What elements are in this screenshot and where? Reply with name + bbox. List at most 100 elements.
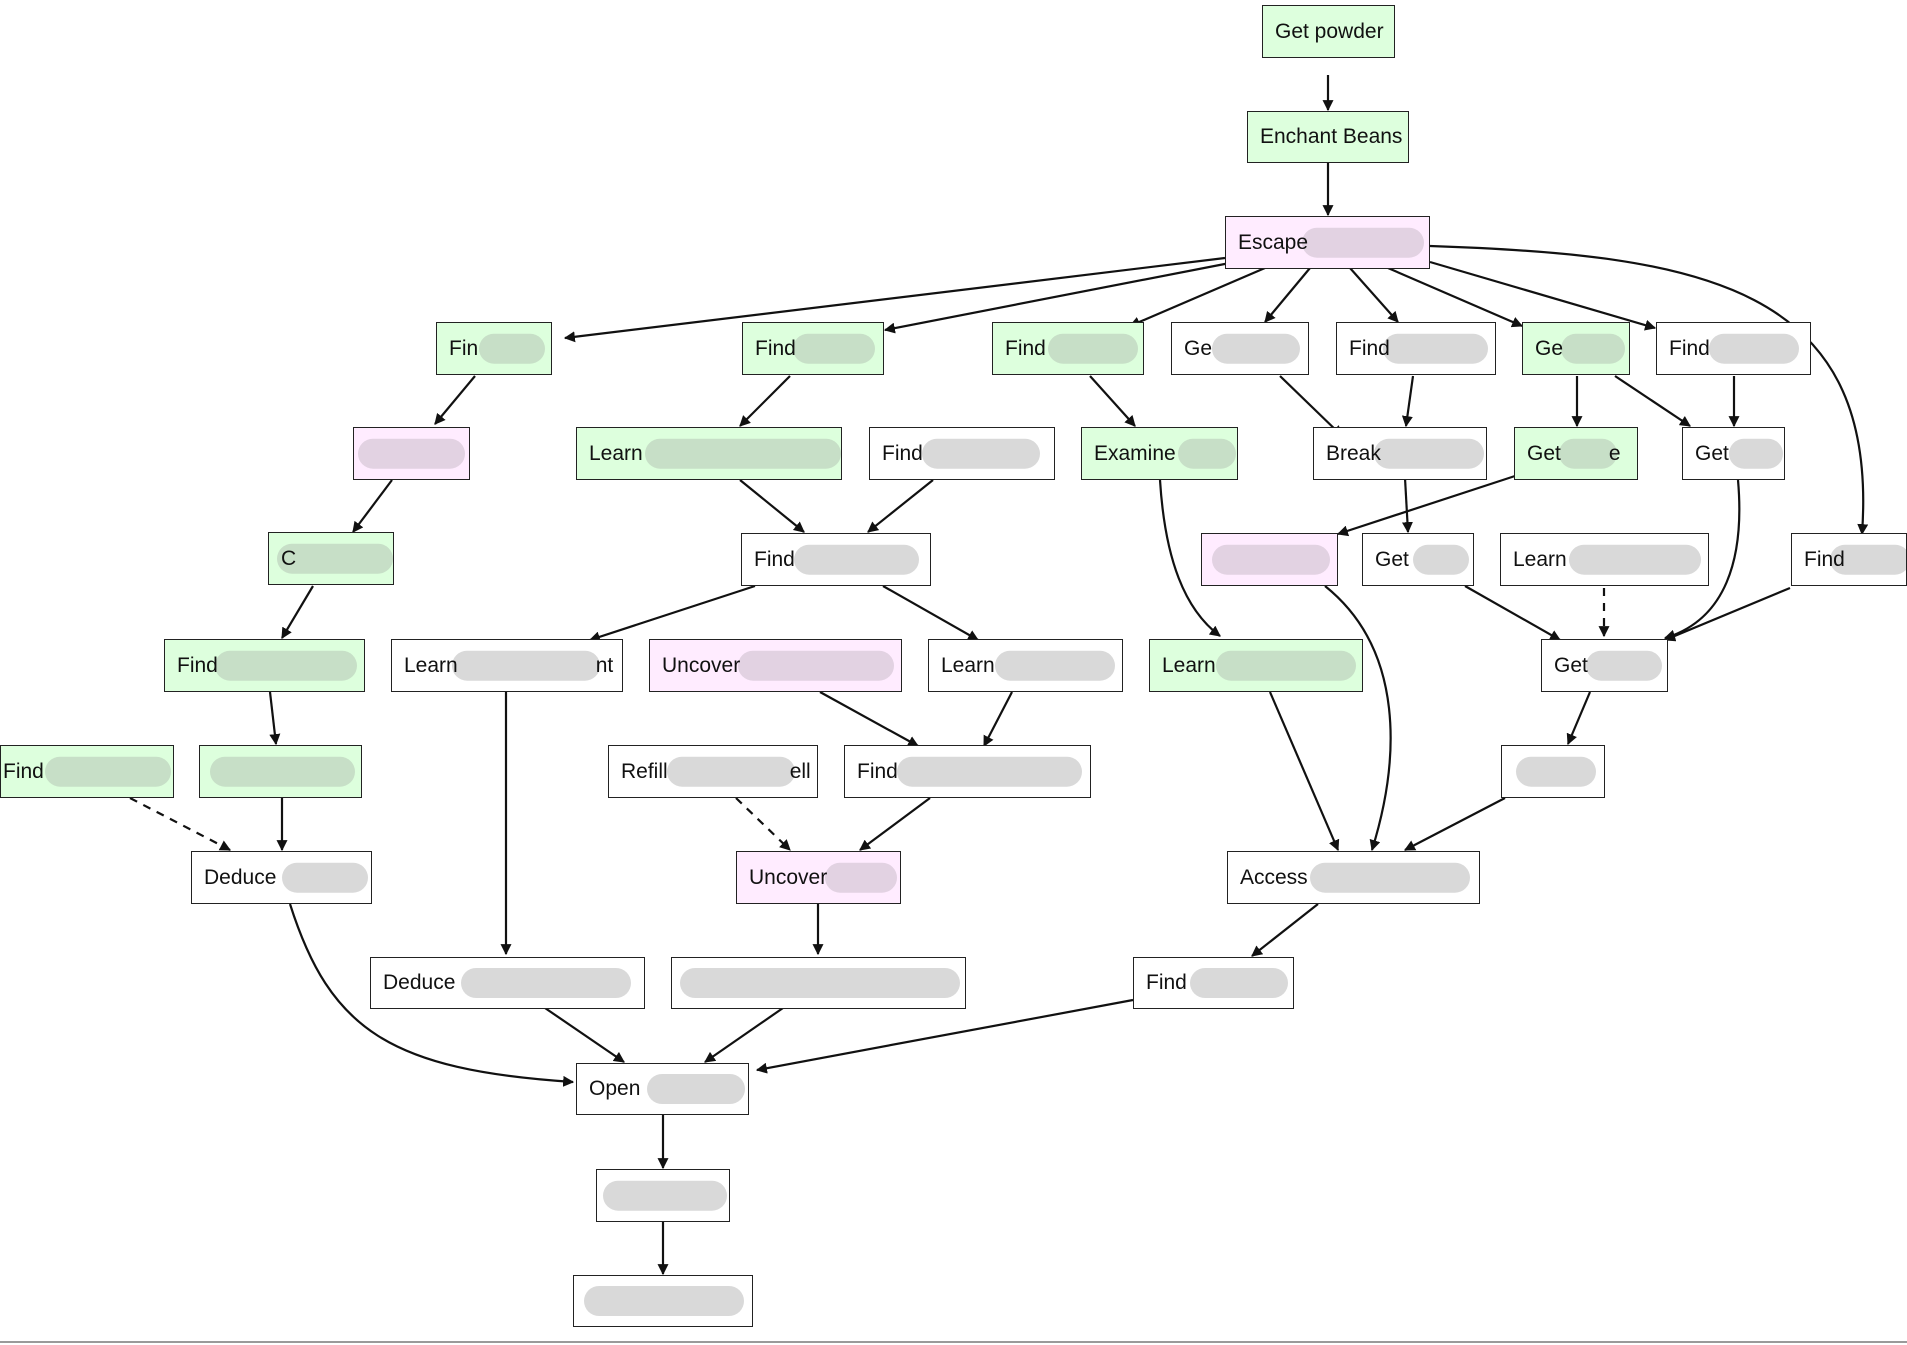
node-learn-4: Learn xyxy=(928,639,1123,692)
edge xyxy=(288,903,575,1087)
node-green-c: C xyxy=(268,532,394,585)
redaction xyxy=(1212,333,1300,364)
node-find-4: Find xyxy=(1336,322,1496,375)
node-refill: Refill ell xyxy=(608,745,818,798)
redaction xyxy=(1559,438,1617,469)
redaction xyxy=(1374,438,1484,469)
edge xyxy=(1089,375,1136,427)
node-deduce-1: Deduce xyxy=(191,851,372,904)
node-get-6: Get xyxy=(1541,639,1668,692)
redaction xyxy=(1413,544,1469,575)
node-find-8: Find xyxy=(1791,533,1907,586)
edge xyxy=(1349,267,1399,323)
edge xyxy=(1401,375,1415,428)
redaction xyxy=(358,438,465,469)
edge xyxy=(1566,691,1592,746)
node-redacted-white-1 xyxy=(1501,745,1605,798)
redaction xyxy=(825,862,897,893)
redaction xyxy=(1729,438,1783,469)
node-get-1: Ge xyxy=(1171,322,1309,375)
node-find-3: Find xyxy=(992,322,1144,375)
node-open: Open xyxy=(576,1063,749,1115)
redaction xyxy=(897,756,1082,787)
redaction xyxy=(277,543,393,574)
edge xyxy=(739,479,805,533)
edge xyxy=(1279,375,1343,437)
node-learn-3: Learn nt xyxy=(391,639,623,692)
edge xyxy=(1464,585,1561,641)
redaction xyxy=(1310,862,1470,893)
edge xyxy=(1158,479,1221,637)
node-get-5: Get xyxy=(1362,533,1474,586)
redaction xyxy=(1586,650,1662,681)
node-find-1: Fin xyxy=(436,322,552,375)
edge xyxy=(588,584,756,643)
redaction xyxy=(282,862,368,893)
edge xyxy=(563,256,1226,343)
redaction xyxy=(215,650,357,681)
redaction xyxy=(667,756,795,787)
redaction xyxy=(1569,544,1701,575)
node-find-2: Find xyxy=(742,322,884,375)
redaction xyxy=(1178,438,1236,469)
edge xyxy=(281,585,314,639)
edge xyxy=(1268,691,1340,852)
node-learn-2: Learn xyxy=(1500,533,1709,586)
edge xyxy=(352,479,393,533)
node-access: Access xyxy=(1227,851,1480,904)
redaction xyxy=(461,968,631,998)
edge xyxy=(819,691,919,747)
node-redacted-pink-1 xyxy=(353,427,470,480)
node-redacted-green-2 xyxy=(199,745,362,798)
edge xyxy=(1128,266,1266,328)
edge xyxy=(882,585,979,641)
redaction xyxy=(452,650,600,681)
edge xyxy=(859,797,931,851)
edge xyxy=(739,375,791,427)
redaction xyxy=(603,1180,727,1211)
edge xyxy=(1663,586,1791,642)
node-get-3: Get e xyxy=(1514,427,1638,480)
redaction xyxy=(680,968,960,998)
redaction xyxy=(1830,544,1906,575)
edge xyxy=(1336,474,1516,537)
bottom-divider xyxy=(0,1341,1907,1343)
node-get-4: Get xyxy=(1682,427,1785,480)
node-find-9: Find xyxy=(164,639,365,692)
edge xyxy=(1429,260,1657,331)
edge xyxy=(1614,375,1691,427)
redaction xyxy=(1709,333,1799,364)
node-find-11: Find xyxy=(844,745,1091,798)
edge xyxy=(1264,267,1311,323)
edge xyxy=(704,1007,784,1063)
redaction xyxy=(645,438,841,469)
node-uncover-2: Uncover xyxy=(736,851,901,904)
node-learn-5: Learn xyxy=(1149,639,1363,692)
node-redacted-white-3 xyxy=(596,1169,730,1222)
node-escape: Escape xyxy=(1225,216,1430,269)
redaction xyxy=(1383,333,1488,364)
redaction xyxy=(479,333,545,364)
edge xyxy=(434,375,476,425)
edge xyxy=(883,260,1236,334)
edge-dashed xyxy=(735,797,791,851)
edge xyxy=(1663,479,1741,641)
redaction xyxy=(210,756,355,787)
node-break: Break xyxy=(1313,427,1487,480)
edge-dashed xyxy=(129,797,231,851)
edge xyxy=(1324,585,1392,852)
redaction xyxy=(1190,968,1288,998)
node-find-10: Find xyxy=(0,745,174,798)
node-deduce-2: Deduce xyxy=(370,957,645,1009)
redaction xyxy=(584,1286,744,1316)
redaction xyxy=(794,544,919,575)
edge xyxy=(1387,266,1524,328)
edge xyxy=(1251,903,1319,957)
node-find-12: Find xyxy=(1133,957,1294,1009)
node-find-6: Find xyxy=(869,427,1055,480)
node-find-5: Find xyxy=(1656,322,1811,375)
edge xyxy=(544,1007,625,1063)
redaction xyxy=(1561,333,1625,364)
node-enchant-beans: Enchant Beans xyxy=(1247,111,1409,163)
